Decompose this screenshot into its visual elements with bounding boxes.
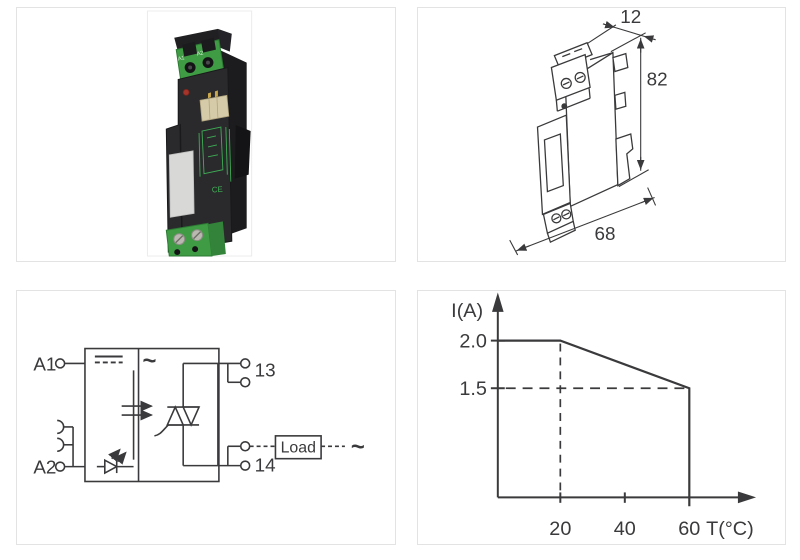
triac-symbol (154, 363, 201, 466)
module-outline (536, 41, 634, 244)
dimension-height-label: 82 (647, 68, 668, 89)
label-plate (168, 150, 195, 218)
dimension-lines (509, 20, 657, 256)
derating-curve (497, 339, 691, 507)
x-tick-40: 40 (614, 518, 636, 540)
terminal-label-a2: A2 (33, 457, 56, 478)
dc-symbol (94, 355, 123, 364)
y-tick-2.0: 2.0 (459, 331, 487, 353)
input-terminal-a2 (54, 461, 85, 472)
circuit-diagram: A1 A2 ~ 13 14 Load ~ (33, 347, 365, 483)
derating-chart: I(A) 2.0 1.5 20 40 60 T(°C) (451, 292, 757, 540)
y-tick-1.5: 1.5 (459, 378, 487, 400)
input-terminal-a1 (54, 358, 85, 369)
x-tick-60: 60 (678, 518, 700, 540)
dimension-drawing: 12 82 68 (509, 8, 668, 256)
terminal-block-drawing (550, 53, 591, 102)
product-photo-panel: A1 A2 (16, 7, 396, 262)
load-ac-symbol: ~ (351, 434, 365, 461)
product-photo-illustration: A1 A2 (146, 10, 253, 257)
y-axis-label: I(A) (451, 300, 483, 322)
output-wiring (183, 362, 219, 467)
led-indicator (182, 88, 190, 96)
x-axis-arrow (737, 491, 757, 504)
din-clip (234, 125, 251, 179)
bridge-contacts (57, 419, 74, 467)
optocoupler-arrows (121, 400, 154, 421)
fuse-jumper (199, 90, 230, 122)
x-axis-label: T(°C) (706, 518, 754, 540)
relay-module-photo: A1 A2 (165, 28, 251, 257)
ac-symbol: ~ (143, 347, 157, 374)
terminal-label-14: 14 (255, 455, 276, 476)
label-window (543, 133, 564, 193)
load-box (274, 435, 322, 460)
bottom-terminal-block (165, 221, 226, 257)
output-terminal-14 (217, 441, 251, 471)
photo-terminal-label-a1: A1 (177, 55, 185, 62)
terminal-label-a1: A1 (33, 353, 56, 374)
circuit-diagram-panel: A1 A2 ~ 13 14 Load ~ (16, 290, 396, 545)
x-axis (497, 491, 757, 504)
dashed-guides (505, 343, 686, 492)
circuit-outer-box (84, 347, 220, 483)
output-terminal-13 (217, 358, 251, 388)
load-label: Load (281, 440, 316, 457)
x-tick-20: 20 (549, 518, 571, 540)
led-dot (561, 103, 568, 110)
terminal-label-13: 13 (255, 359, 276, 380)
y-axis-arrow (492, 292, 504, 312)
dimension-depth-label: 68 (594, 223, 615, 244)
dimension-width-label: 12 (620, 8, 641, 27)
led-symbol (96, 448, 134, 475)
ce-mark: CE (211, 185, 223, 195)
photo-terminal-label-a2: A2 (196, 50, 204, 57)
y-axis (490, 292, 505, 498)
housing-print (198, 126, 232, 182)
din-rail-foot (615, 133, 634, 187)
dimension-drawing-panel: 12 82 68 (417, 7, 786, 262)
derating-chart-panel: I(A) 2.0 1.5 20 40 60 T(°C) (417, 290, 786, 545)
